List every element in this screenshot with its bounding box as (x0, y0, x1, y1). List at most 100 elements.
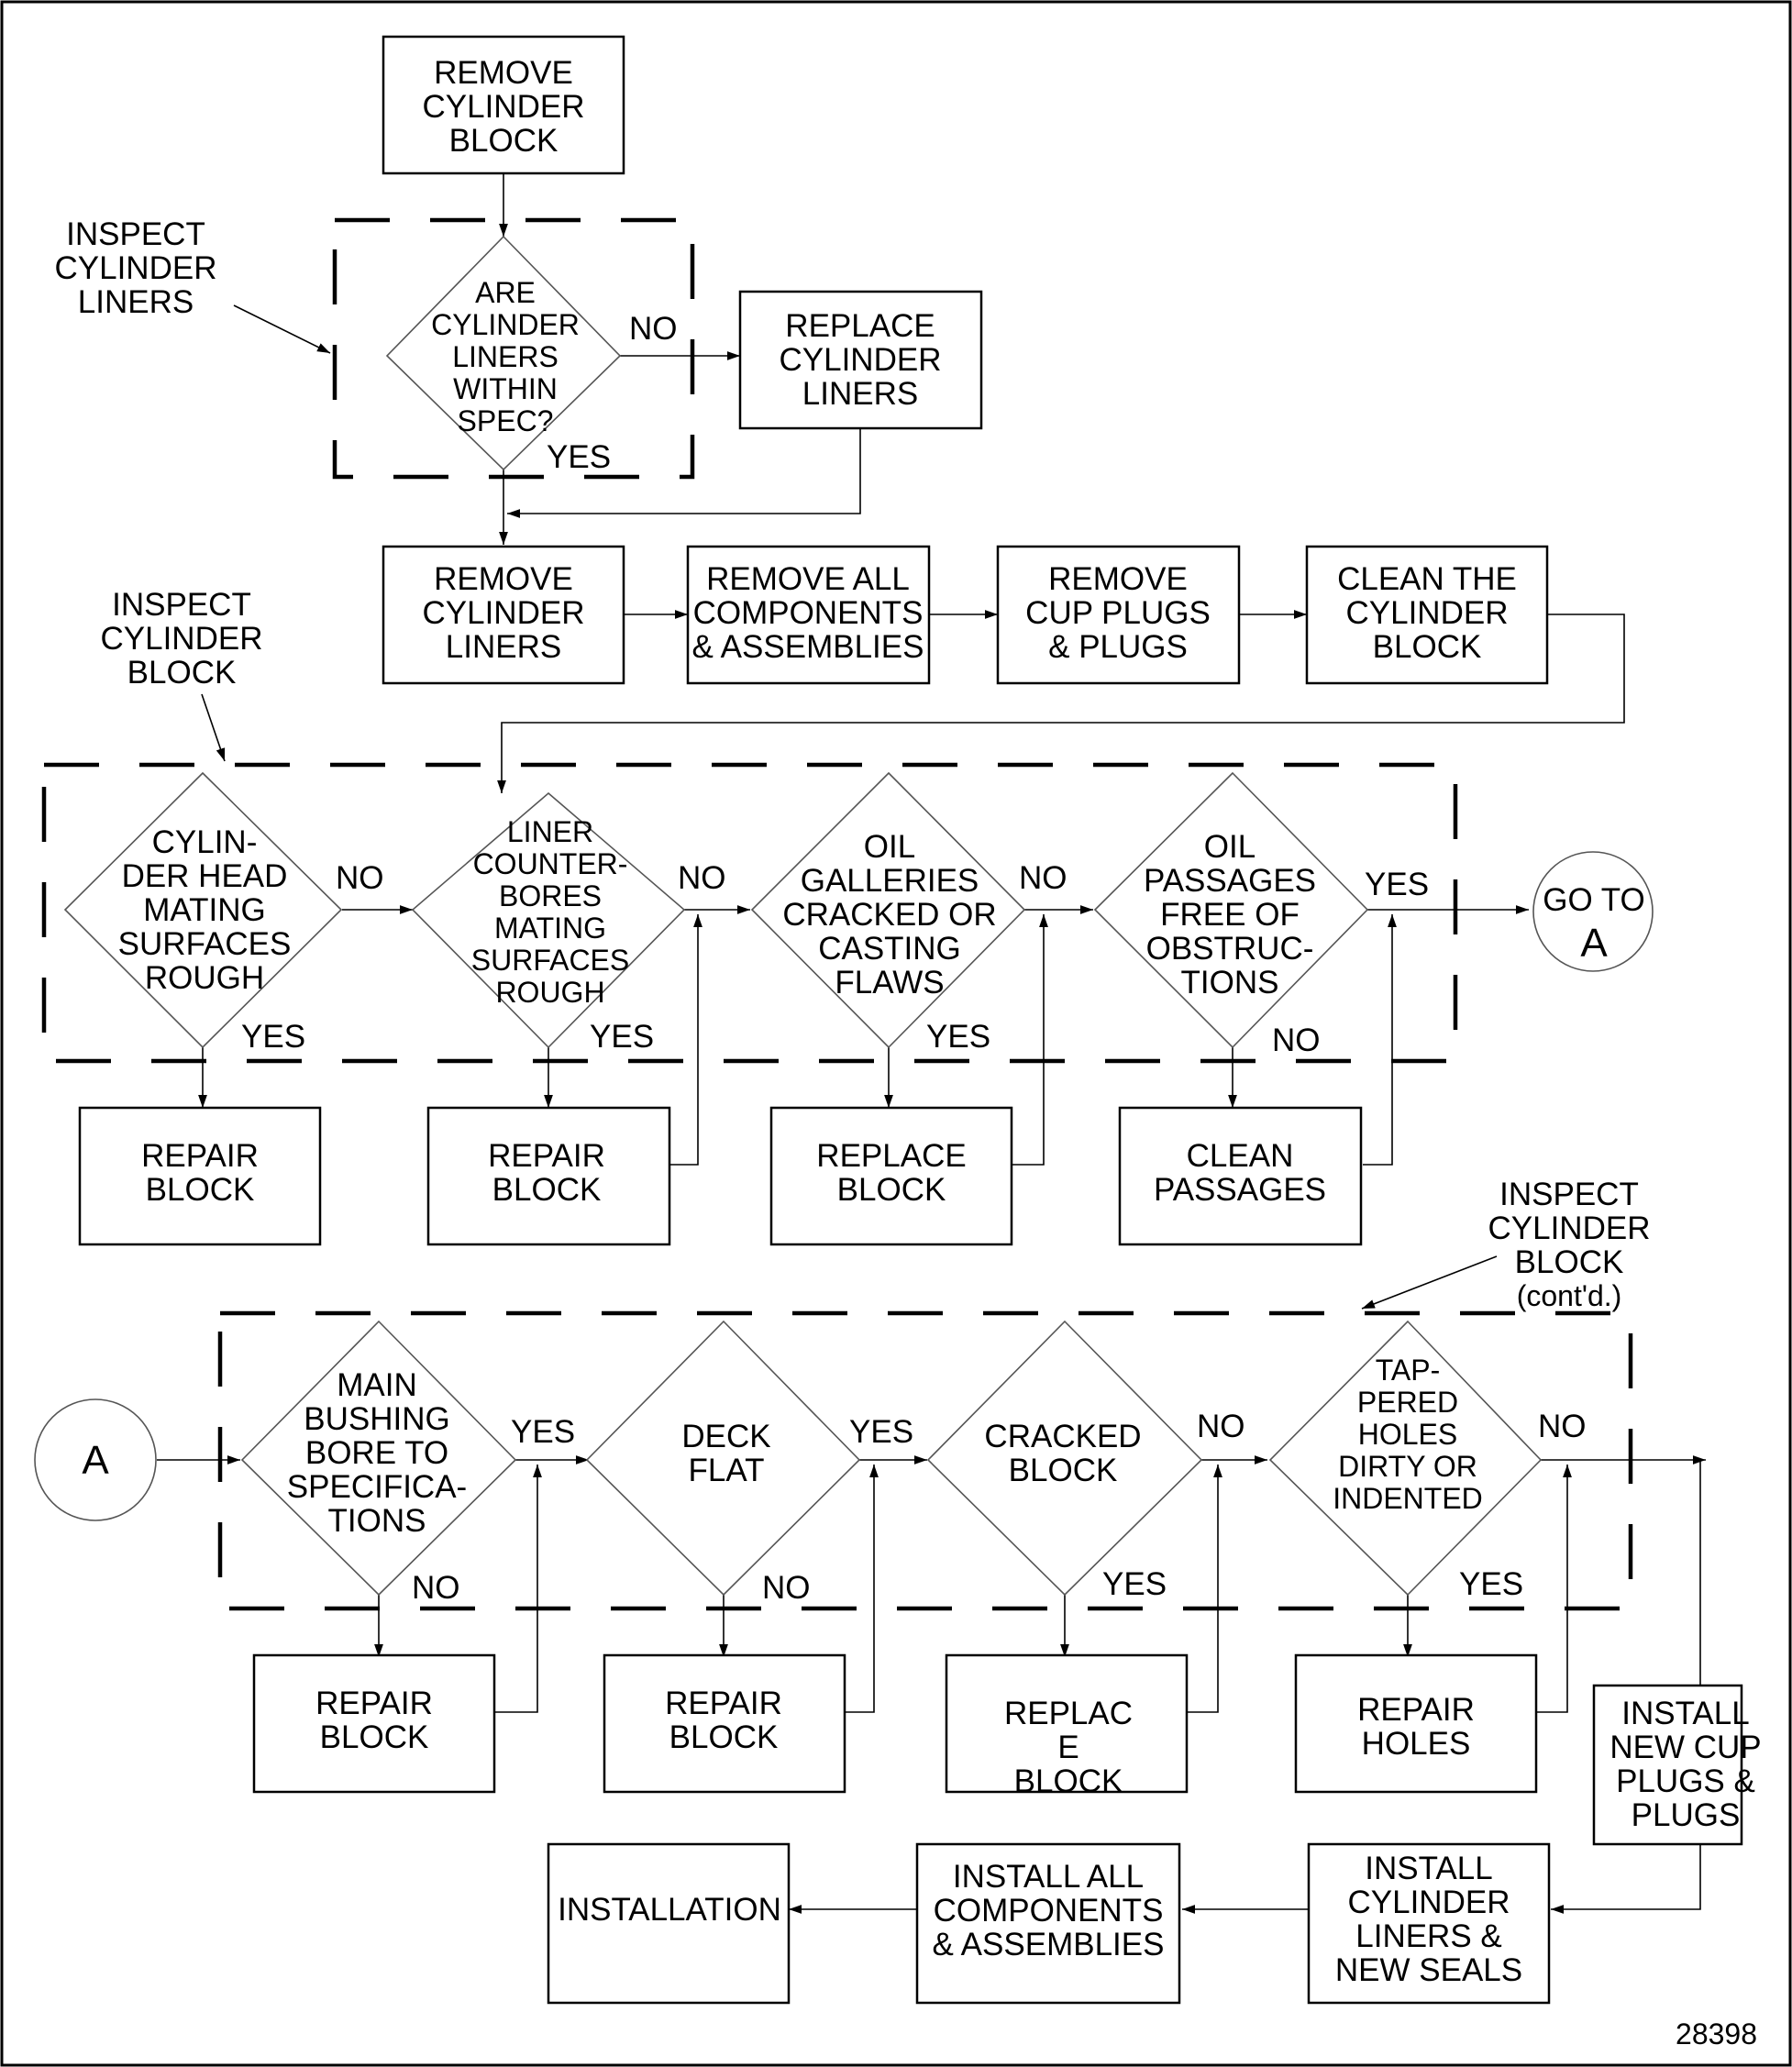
install-components-line-3: & ASSEMBLIES (933, 1927, 1165, 1962)
label-yes: YES (1459, 1566, 1523, 1602)
q-tapered-holes-line-4: DIRTY OR (1338, 1450, 1477, 1483)
q-counterbores-line-4: MATING (494, 912, 606, 945)
install-liners-seals-line-2: CYLINDER (1348, 1885, 1510, 1920)
q-cracked-block-line-2: BLOCK (1009, 1453, 1118, 1488)
label-yes: YES (241, 1019, 305, 1055)
install-liners-seals-line-3: LINERS & (1355, 1918, 1502, 1954)
label-yes: YES (926, 1019, 990, 1055)
callout-contd-line-1: INSPECT (1499, 1177, 1639, 1212)
repair-block-2-line-1: REPAIR (488, 1138, 605, 1174)
install-components-line-1: INSTALL ALL (953, 1859, 1144, 1895)
remove-block-line-1: REMOVE (434, 55, 573, 91)
q-main-bushing-line-3: BORE TO (305, 1435, 448, 1471)
figure-number: 28398 (1676, 2017, 1757, 2050)
q-liners-spec-line-5: SPEC? (458, 404, 554, 437)
q-oil-galleries-line-2: GALLERIES (801, 863, 979, 899)
q-main-bushing-line-5: TIONS (328, 1503, 426, 1539)
repair-holes-line-1: REPAIR (1357, 1692, 1475, 1728)
repair-block-4-line-2: BLOCK (669, 1719, 779, 1755)
replace-block-1-line-2: BLOCK (837, 1172, 946, 1208)
installation-line-1: INSTALLATION (558, 1892, 781, 1928)
connector-go-to-a: GO TO A (1532, 851, 1654, 972)
remove-components-line-2: COMPONENTS (693, 595, 924, 631)
label-no: NO (629, 311, 678, 347)
remove-cup-plugs-line-2: CUP PLUGS (1025, 595, 1211, 631)
clean-passages-line-1: CLEAN (1187, 1138, 1294, 1174)
clean-block-line-2: CYLINDER (1346, 595, 1509, 631)
q-counterbores-line-2: COUNTER- (473, 847, 628, 880)
replace-block-2-line-1: REPLAC (1004, 1696, 1133, 1731)
label-yes: YES (547, 439, 611, 475)
callout-liners-line-3: LINERS (78, 284, 194, 320)
q-counterbores-line-3: BORES (499, 879, 602, 912)
replace-block-1-line-1: REPLACE (816, 1138, 966, 1174)
repair-block-1-line-2: BLOCK (146, 1172, 255, 1208)
label-no: NO (678, 860, 726, 896)
label-yes: YES (511, 1414, 575, 1450)
label-yes: YES (1365, 867, 1429, 902)
replace-block-2-line-2: E (1057, 1730, 1079, 1765)
repair-block-1-line-1: REPAIR (141, 1138, 259, 1174)
remove-block-line-2: CYLINDER (423, 89, 585, 125)
q-oil-passages-line-4: OBSTRUC- (1146, 931, 1314, 967)
q-liners-spec-line-1: ARE (475, 276, 536, 309)
label-no: NO (1538, 1409, 1587, 1444)
label-yes: YES (590, 1019, 654, 1055)
callout-liners-line-1: INSPECT (66, 216, 205, 252)
install-cup-plugs-line-4: PLUGS (1632, 1797, 1741, 1833)
install-cup-plugs-line-3: PLUGS & (1616, 1763, 1755, 1799)
q-oil-galleries-line-5: FLAWS (835, 965, 944, 1000)
clean-block-line-1: CLEAN THE (1337, 561, 1517, 597)
q-oil-passages-line-3: FREE OF (1160, 897, 1300, 933)
install-cup-plugs-line-1: INSTALL (1621, 1696, 1749, 1731)
clean-passages-line-2: PASSAGES (1154, 1172, 1326, 1208)
label-no: NO (336, 860, 384, 896)
clean-block-line-3: BLOCK (1373, 629, 1482, 665)
q-deck-flat-line-1: DECK (681, 1419, 770, 1454)
repair-block-3-line-1: REPAIR (315, 1686, 433, 1721)
q-head-mating-line-3: MATING (143, 892, 266, 928)
q-counterbores-line-6: ROUGH (495, 976, 604, 1009)
repair-block-3-line-2: BLOCK (320, 1719, 429, 1755)
go-to-a-letter: A (1580, 921, 1608, 966)
label-no: NO (1272, 1022, 1321, 1058)
q-liners-spec-line-3: LINERS (452, 340, 559, 373)
q-oil-passages-line-2: PASSAGES (1144, 863, 1316, 899)
install-components-line-2: COMPONENTS (934, 1893, 1164, 1929)
remove-components-line-1: REMOVE ALL (706, 561, 910, 597)
